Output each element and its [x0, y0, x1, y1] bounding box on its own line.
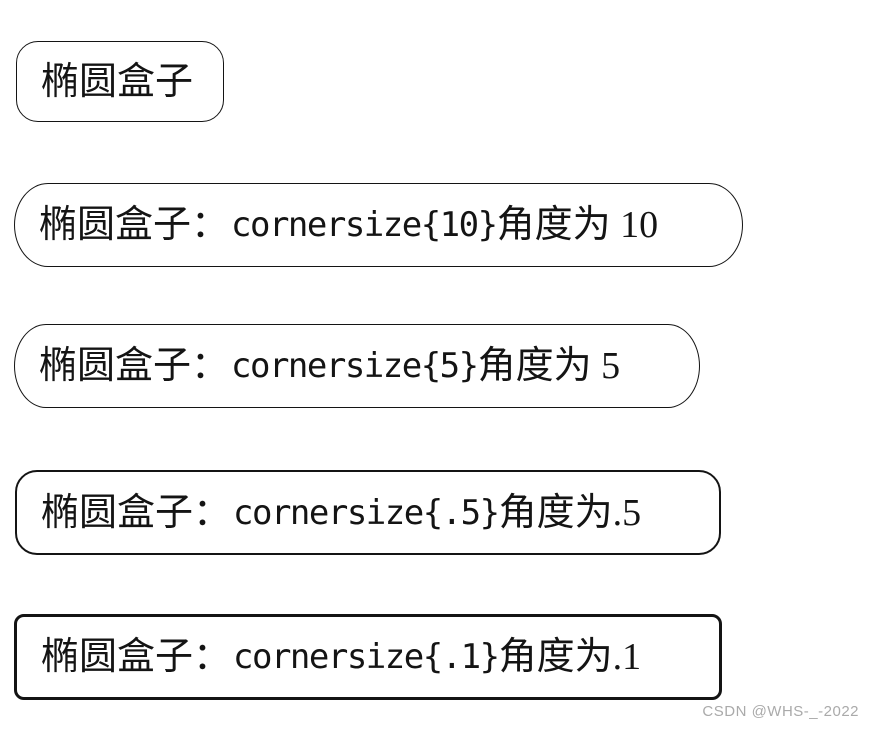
ellipse-box-cornersize-10: 椭圆盒子：cornersize{10} 角度为 10: [14, 183, 743, 267]
box-code: cornersize{10}: [231, 205, 498, 245]
box-label: 椭圆盒子：: [39, 204, 230, 246]
ellipse-box-plain: 椭圆盒子: [16, 41, 224, 122]
box-suffix: 角度为 5: [477, 345, 621, 387]
ellipse-box-cornersize-dot1: 椭圆盒子：cornersize{.1} 角度为.1: [14, 614, 722, 700]
box-label: 椭圆盒子：: [39, 345, 230, 387]
box-suffix: 角度为.5: [498, 491, 642, 534]
box-label: 椭圆盒子: [41, 60, 194, 103]
box-label: 椭圆盒子：: [41, 636, 232, 678]
box-code: cornersize{5}: [231, 346, 479, 386]
ellipse-box-cornersize-dot5: 椭圆盒子：cornersize{.5} 角度为.5: [15, 470, 721, 555]
csdn-watermark: CSDN @WHS-_-2022: [702, 703, 859, 720]
ellipse-box-cornersize-5: 椭圆盒子：cornersize{5} 角度为 5: [14, 324, 700, 408]
box-code: cornersize{.5}: [233, 492, 500, 533]
box-code: cornersize{.1}: [233, 637, 500, 677]
box-suffix: 角度为.1: [498, 636, 642, 678]
box-suffix: 角度为 10: [496, 204, 659, 246]
box-label: 椭圆盒子：: [41, 491, 232, 534]
